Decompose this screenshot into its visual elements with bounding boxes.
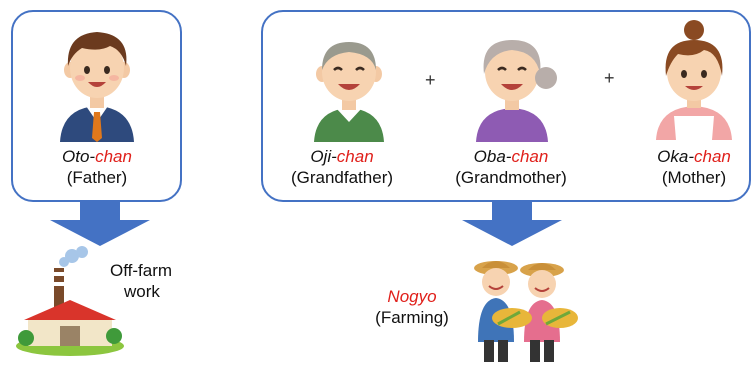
plus-sign-1: + [425, 70, 436, 90]
nogyo-label: Nogyo (Farming) [364, 286, 460, 328]
offfarm-line1: Off-farm [110, 261, 173, 280]
grandmother-illustration [476, 40, 557, 142]
offfarm-caption: Off-farm work [110, 260, 172, 302]
family-down-arrow [462, 202, 562, 246]
plus-sign-2: + [604, 68, 615, 88]
offfarm-line2: work [124, 282, 160, 301]
grandfather-english: (Grandfather) [290, 168, 394, 187]
mother-illustration [656, 20, 732, 140]
grandfather-name-prefix: Oji- [310, 147, 337, 166]
grandmother-english: (Grandmother) [455, 168, 567, 187]
mother-label: Oka-chan (Mother) [640, 146, 748, 188]
grandmother-name-suffix: chan [511, 147, 549, 166]
mother-name-suffix: chan [693, 147, 731, 166]
father-down-arrow [50, 202, 150, 246]
mother-english: (Mother) [661, 168, 727, 187]
father-name-suffix: chan [95, 147, 132, 166]
father-label: Oto-chan (Father) [40, 146, 154, 188]
grandfather-label: Oji-chan (Grandfather) [284, 146, 400, 188]
grandmother-name-prefix: Oba- [473, 147, 512, 166]
mother-name-prefix: Oka- [657, 147, 694, 166]
father-name-prefix: Oto- [62, 147, 96, 166]
father-english: (Father) [66, 168, 128, 187]
factory-illustration [16, 246, 124, 356]
farmers-illustration [474, 261, 578, 362]
nogyo-word: Nogyo [387, 287, 437, 306]
grandfather-name-suffix: chan [336, 147, 374, 166]
grandfather-illustration [314, 42, 384, 142]
father-illustration [60, 32, 134, 142]
nogyo-english: (Farming) [375, 308, 449, 327]
grandmother-label: Oba-chan (Grandmother) [444, 146, 578, 188]
